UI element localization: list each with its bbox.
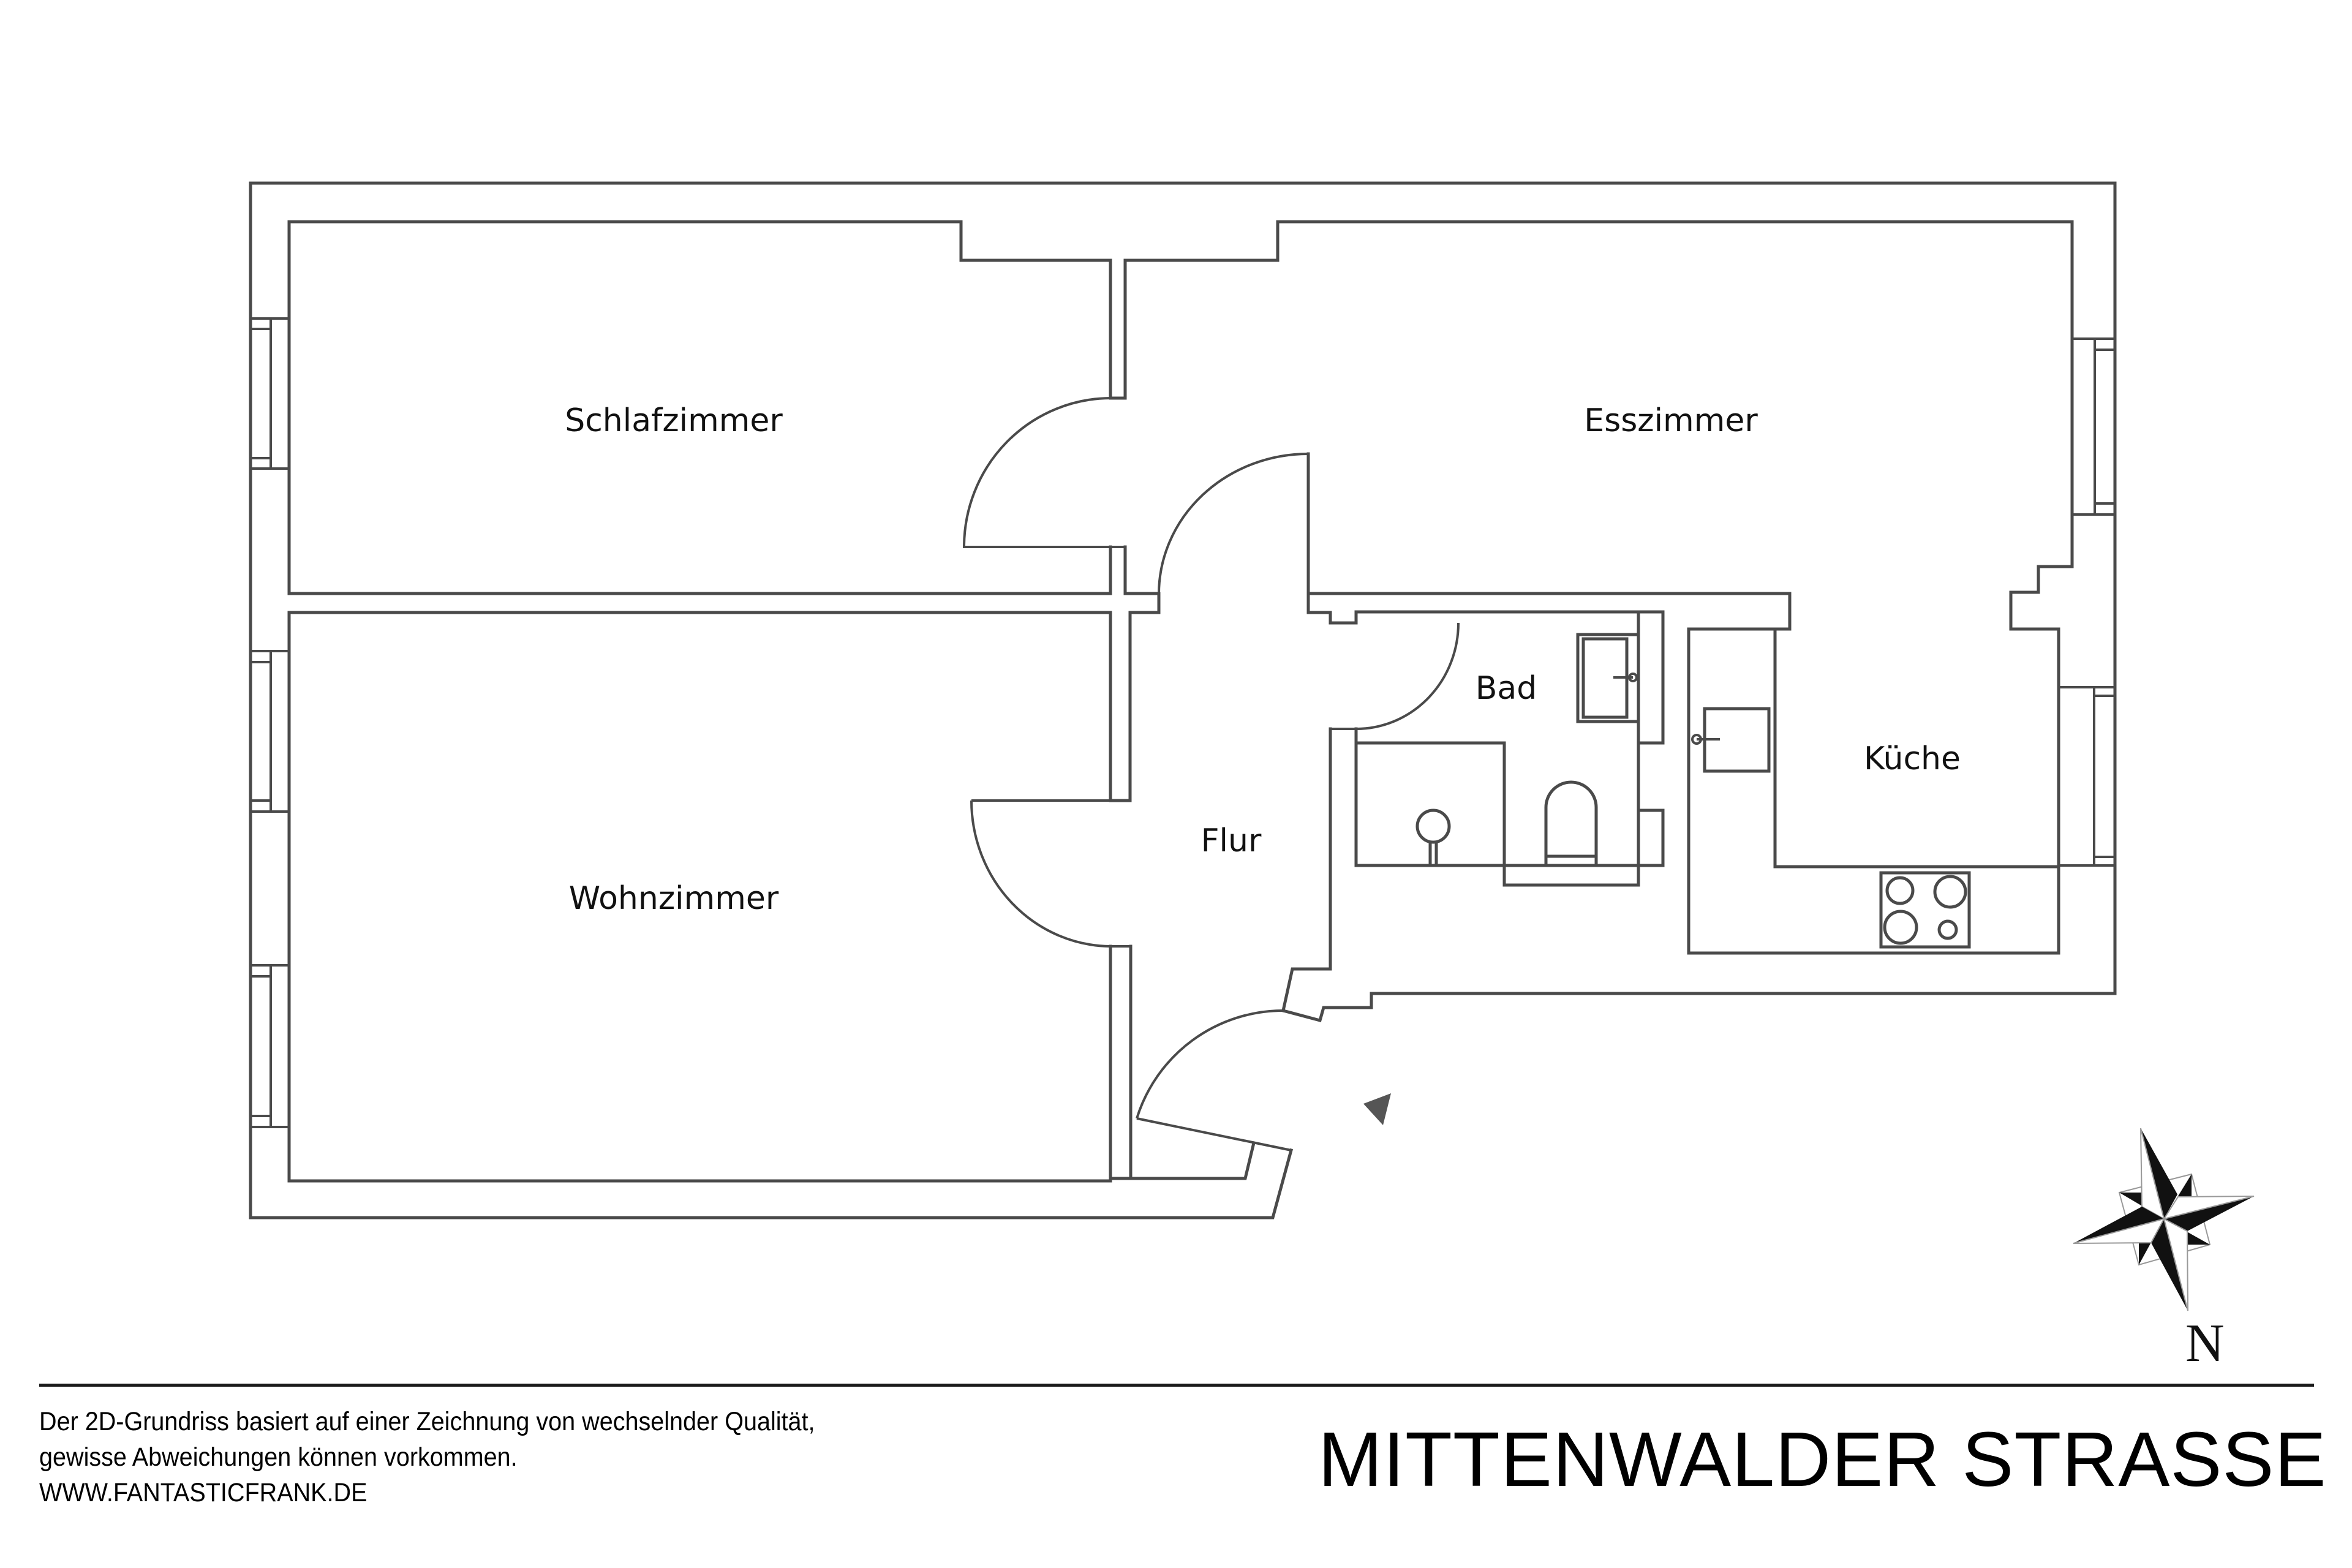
label-schlafzimmer: Schlafzimmer <box>565 402 783 439</box>
footer-divider <box>39 1384 2314 1387</box>
bathroom-sink <box>1576 633 1640 723</box>
window-wohnzimmer-lower <box>249 964 290 1128</box>
north-label: N <box>2185 1314 2225 1373</box>
compass-rose-icon <box>2073 1128 2255 1311</box>
door-wohnzimmer[interactable] <box>970 799 1131 948</box>
disclaimer: Der 2D-Grundriss basiert auf einer Zeich… <box>39 1404 815 1510</box>
windows <box>249 317 2116 1128</box>
entrance-triangle-icon <box>1363 1093 1391 1125</box>
room-kueche <box>1773 627 2060 869</box>
room-bad <box>1354 610 1665 887</box>
entrance-door[interactable] <box>1136 1009 1292 1152</box>
website-link[interactable]: WWW.FANTASTICFRANK.DE <box>39 1478 368 1507</box>
disclaimer-line-1: Der 2D-Grundriss basiert auf einer Zeich… <box>39 1407 815 1436</box>
label-esszimmer: Esszimmer <box>1584 402 1758 439</box>
label-wohnzimmer: Wohnzimmer <box>569 880 779 917</box>
door-schlafzimmer[interactable] <box>962 397 1125 548</box>
room-flur <box>1129 592 1358 1180</box>
window-kueche <box>2057 686 2116 867</box>
door-bad[interactable] <box>1330 622 1460 730</box>
shower-head <box>1415 809 1451 865</box>
label-kueche: Küche <box>1864 741 1961 777</box>
window-esszimmer <box>2071 337 2116 516</box>
label-flur: Flur <box>1201 823 1262 859</box>
outer-walls <box>249 181 2117 1219</box>
kitchen-sink <box>1691 707 1771 773</box>
window-wohnzimmer-upper <box>249 650 290 813</box>
stove-hob <box>1879 871 1971 949</box>
disclaimer-line-2: gewisse Abweichungen können vorkommen. <box>39 1442 518 1472</box>
room-schlafzimmer <box>287 220 1127 595</box>
door-flur-esszimmer[interactable] <box>1158 453 1309 594</box>
window-schlafzimmer <box>249 317 290 470</box>
room-esszimmer <box>1123 220 2074 955</box>
label-bad: Bad <box>1476 670 1537 707</box>
toilet <box>1544 780 1598 865</box>
property-title: MITTENWALDER STRASSE <box>1318 1416 2327 1502</box>
